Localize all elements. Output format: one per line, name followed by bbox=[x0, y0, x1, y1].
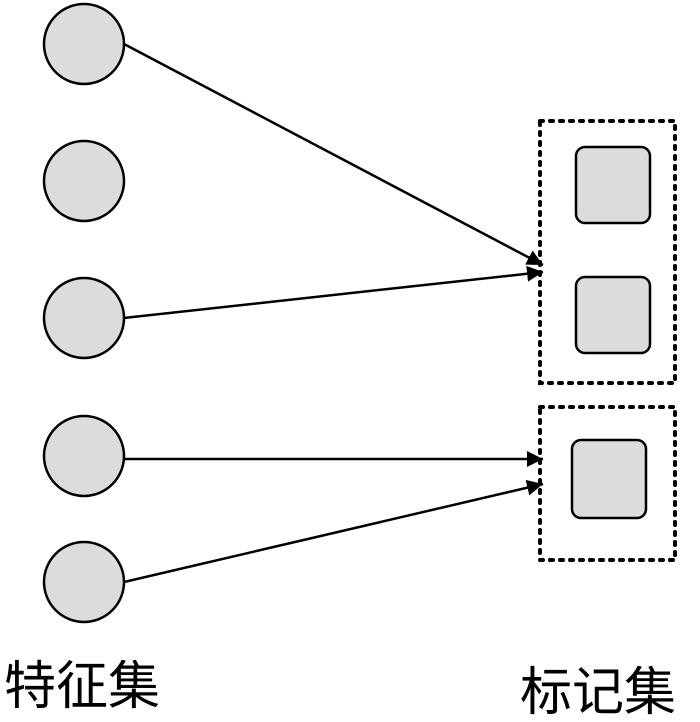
edge-f1-to-group-1 bbox=[123, 42, 544, 267]
edge-f5-to-group-2 bbox=[123, 479, 544, 584]
feature-node-2 bbox=[42, 139, 126, 223]
feature-set-label: 特征集 bbox=[4, 657, 160, 717]
feature-node-4 bbox=[42, 414, 126, 498]
feature-set-nodes bbox=[42, 2, 126, 624]
edge-f3-to-group-1 bbox=[123, 265, 544, 320]
label-node-3 bbox=[570, 438, 648, 520]
label-set-label: 标记集 bbox=[520, 663, 676, 722]
feature-node-3 bbox=[42, 276, 126, 360]
feature-node-1 bbox=[42, 2, 126, 86]
label-node-2 bbox=[574, 275, 652, 355]
label-node-1 bbox=[574, 145, 652, 225]
feature-to-label-edges bbox=[123, 42, 544, 584]
label-set-nodes bbox=[570, 145, 652, 520]
feature-node-5 bbox=[42, 540, 126, 624]
